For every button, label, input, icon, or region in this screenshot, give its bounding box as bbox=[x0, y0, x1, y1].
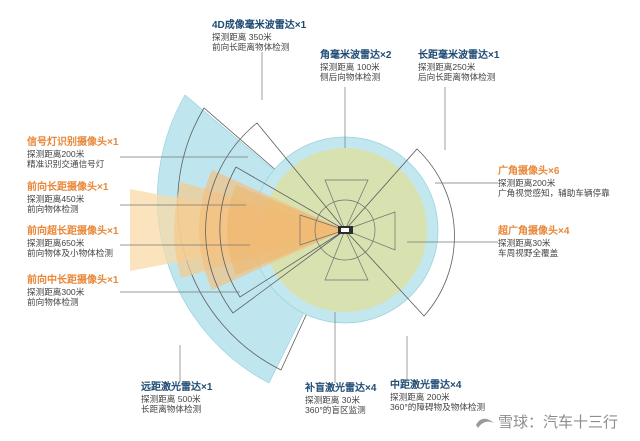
snowball-logo-icon bbox=[475, 415, 495, 429]
label-mid-lidar: 中距激光雷达×4 探测距离 200米 360°的障碍物及物体检测 bbox=[390, 380, 486, 412]
label-traffic-light-camera: 信号灯识别摄像头×1 探测距离200米 精准识别交通信号灯 bbox=[27, 137, 119, 169]
leader-lines bbox=[120, 52, 498, 383]
label-blind-lidar: 补盲激光雷达×4 探测距离 30米 360°的盲区监测 bbox=[305, 383, 377, 415]
blind-lidar-coverage bbox=[299, 179, 396, 281]
label-front-ultra-camera: 前向超长距摄像头×1 探测距离650米 前向物体及小物体检测 bbox=[27, 226, 119, 258]
long-radar-coverage bbox=[344, 148, 455, 317]
label-wide-camera: 广角摄像头×6 探测距离200米 广角视觉感知，辅助车辆停靠 bbox=[498, 166, 610, 198]
front-mid-camera-coverage bbox=[227, 185, 345, 275]
label-radar-4d: 4D成像毫米波雷达×1 探测距离 350米 前向长距离物体检测 bbox=[212, 20, 307, 52]
label-long-lidar: 远距激光雷达×1 探测距离 500米 长距离物体检测 bbox=[141, 382, 213, 414]
label-front-mid-camera: 前向中长距摄像头×1 探测距离300米 前向物体检测 bbox=[27, 275, 119, 307]
label-long-radar: 长距毫米波雷达×1 探测距离250米 后向长距离物体检测 bbox=[418, 50, 500, 82]
label-front-long-camera: 前向长距摄像头×1 探测距离450米 前向物体检测 bbox=[27, 182, 109, 214]
corner-radar-coverage-left bbox=[205, 122, 346, 314]
ultra-wide-camera-coverage bbox=[314, 199, 376, 261]
corner-radar-coverage-right bbox=[219, 166, 346, 298]
label-ultra-wide-camera: 超广角摄像头×4 探测距离30米 车周视野全覆盖 bbox=[498, 226, 570, 258]
label-corner-radar: 角毫米波雷达×2 探测距离 100米 侧后向物体检测 bbox=[320, 50, 392, 82]
watermark: 雪球：汽车十三行 bbox=[475, 411, 618, 432]
